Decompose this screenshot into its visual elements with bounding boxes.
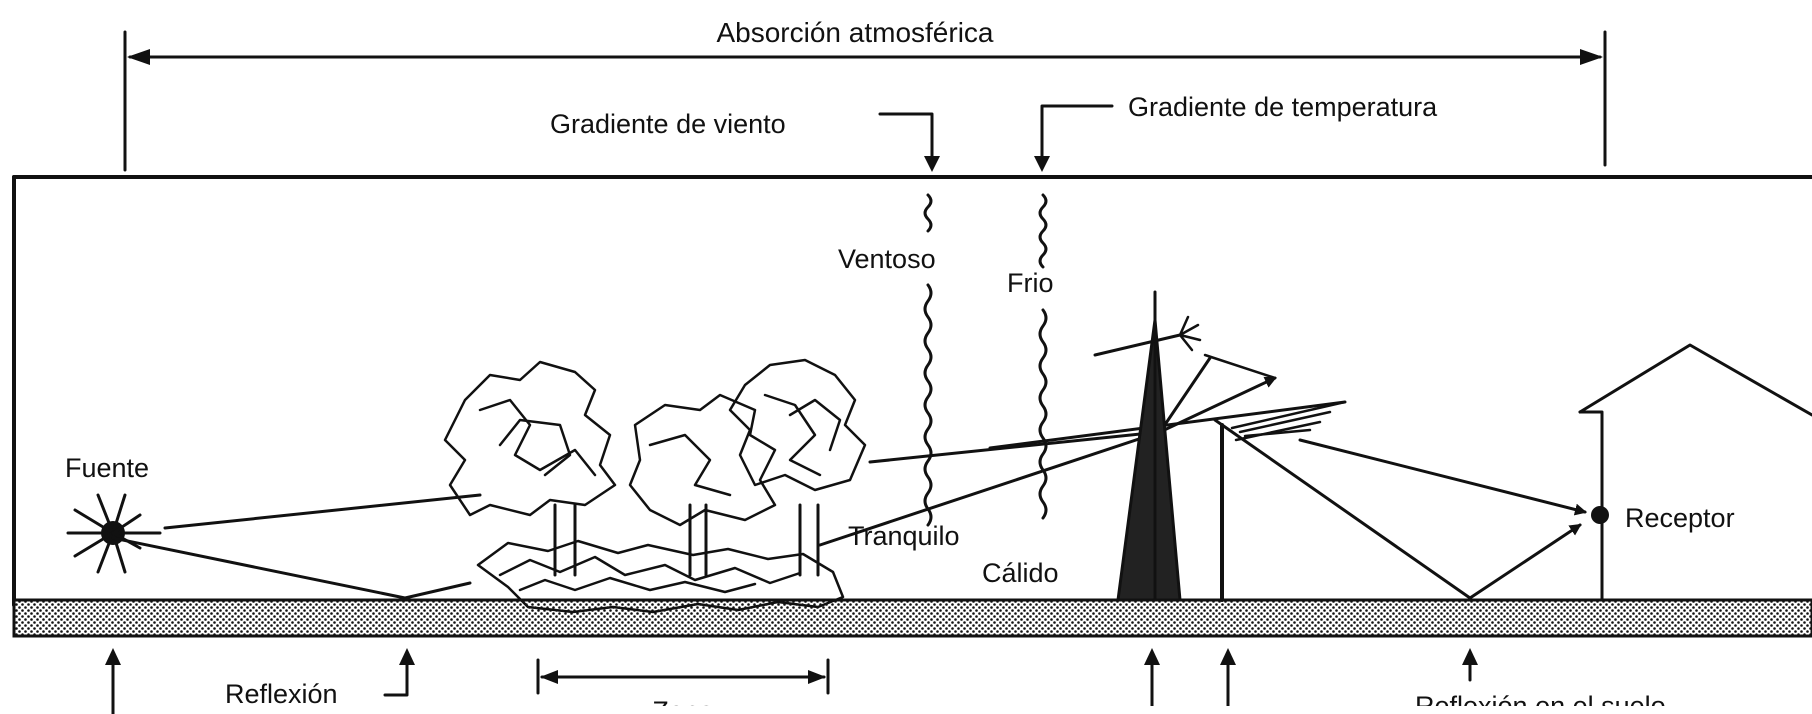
- warm-label: Cálido: [982, 558, 1059, 588]
- bottom-mask: [538, 706, 1812, 714]
- receiver-label: Receptor: [1625, 503, 1735, 533]
- receiver: [1591, 506, 1609, 524]
- house: [1578, 343, 1812, 602]
- sound-rays: [111, 356, 1587, 600]
- calm-label: Tranquilo: [848, 521, 960, 551]
- barrier-scatter: [1230, 400, 1347, 442]
- bottom-pointers: [105, 648, 1478, 714]
- trees: [443, 358, 867, 614]
- atmosphere-box: [12, 175, 1812, 607]
- cold-label: Frio: [1007, 268, 1054, 298]
- temperature-gradient-label: Gradiente de temperatura: [1128, 92, 1438, 122]
- zone-dimension: [536, 658, 830, 695]
- temperature-gradient-line: [1038, 193, 1048, 520]
- wind-gradient-label: Gradiente de viento: [550, 109, 786, 139]
- windy-label: Ventoso: [838, 244, 936, 274]
- wind-gradient-line: [923, 193, 933, 527]
- source-label: Fuente: [65, 453, 149, 483]
- absorption-dimension: [123, 30, 1607, 172]
- absorption-label: Absorción atmosférica: [716, 17, 993, 48]
- ground-strip: [12, 598, 1812, 638]
- pine-tree: [1093, 290, 1277, 602]
- reflection-left-label: Reflexión: [225, 679, 338, 709]
- sound-source: [66, 493, 162, 574]
